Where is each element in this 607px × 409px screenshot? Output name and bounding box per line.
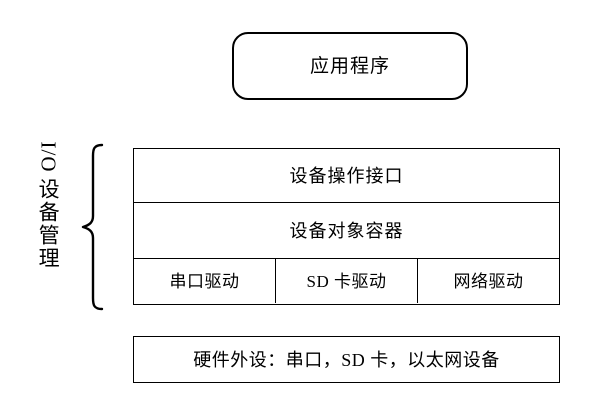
application-box: 应用程序 xyxy=(232,32,468,100)
device-object-container-row: 设备对象容器 xyxy=(134,203,559,259)
network-driver-label: 网络驱动 xyxy=(453,271,524,291)
driver-cell-network: 网络驱动 xyxy=(417,259,559,303)
driver-cell-sdcard: SD 卡驱动 xyxy=(275,259,417,303)
device-operation-interface-label: 设备操作接口 xyxy=(289,165,404,186)
driver-cell-serial: 串口驱动 xyxy=(134,259,275,303)
curly-brace-icon xyxy=(78,142,108,312)
io-management-side-label: I/O 设备管理 xyxy=(28,140,68,312)
hardware-peripherals-box: 硬件外设：串口，SD 卡，以太网设备 xyxy=(133,336,560,383)
device-operation-interface-row: 设备操作接口 xyxy=(134,149,559,203)
io-management-stack: 设备操作接口 设备对象容器 串口驱动 SD 卡驱动 网络驱动 xyxy=(133,148,560,305)
sdcard-driver-label: SD 卡驱动 xyxy=(306,271,387,291)
device-object-container-label: 设备对象容器 xyxy=(289,220,404,241)
io-cjk-label: 设备管理 xyxy=(36,178,61,270)
application-label: 应用程序 xyxy=(309,55,390,77)
serial-driver-label: 串口驱动 xyxy=(169,271,240,291)
hardware-peripherals-label: 硬件外设：串口，SD 卡，以太网设备 xyxy=(193,349,500,370)
driver-row: 串口驱动 SD 卡驱动 网络驱动 xyxy=(134,259,559,303)
io-latin-label: I/O xyxy=(36,141,61,173)
